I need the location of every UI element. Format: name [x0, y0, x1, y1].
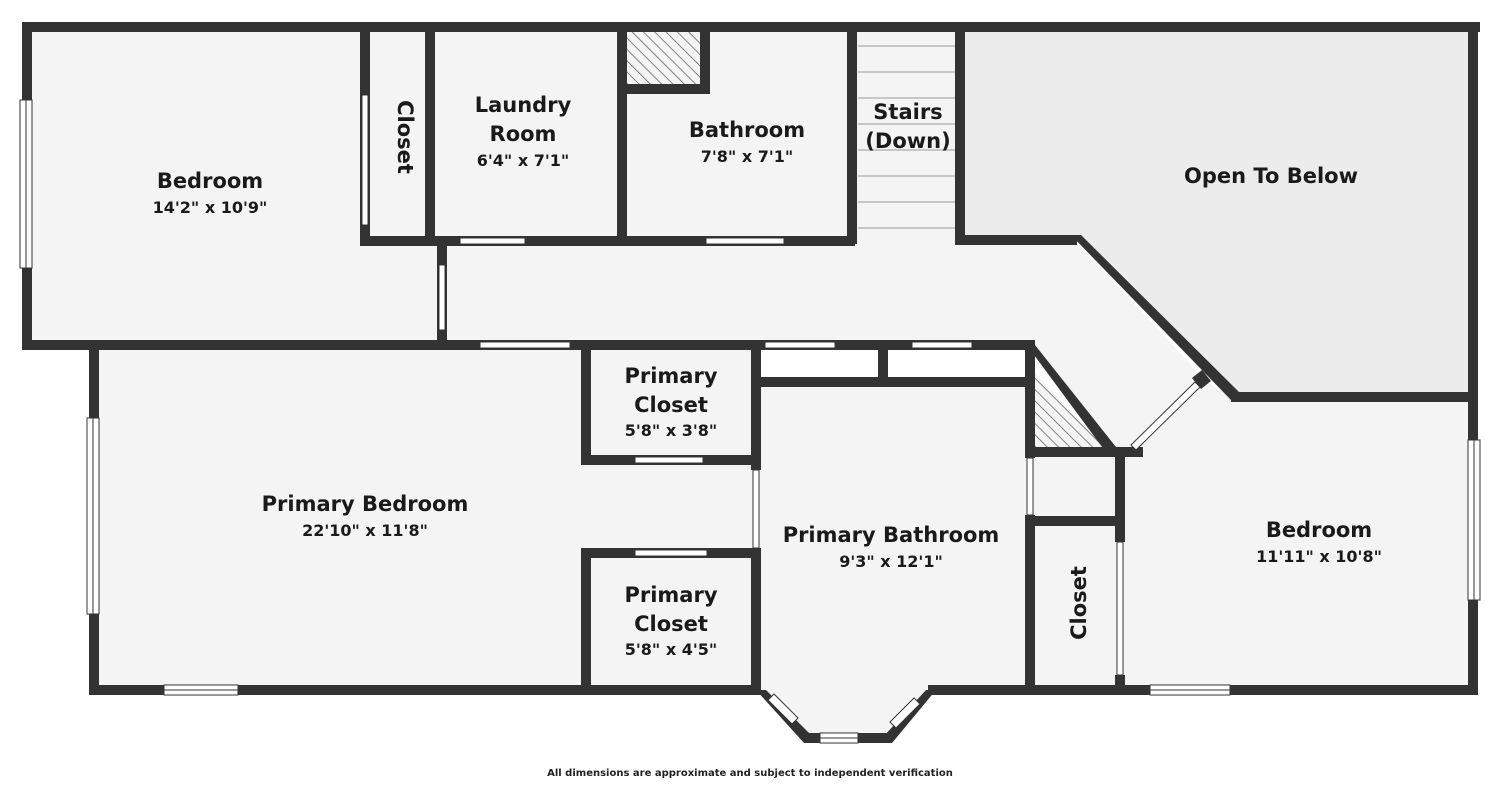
closet-s-label: Closet [1067, 566, 1091, 640]
primary-closet-1-label-2: Closet [634, 393, 708, 417]
closet-n-label: Closet [393, 100, 417, 174]
door-bedroom-nw-closet[interactable] [361, 94, 369, 226]
stair-treads [858, 45, 956, 229]
stairs-label-2: (Down) [865, 129, 950, 153]
laundry-label-1: Laundry [475, 93, 572, 117]
stairs-floor [852, 28, 960, 240]
primary-bathroom-floor [756, 382, 1030, 690]
window-bay-right [889, 697, 921, 729]
disclaimer-text: All dimensions are approximate and subje… [547, 768, 953, 779]
laundry-dim: 6'4" x 7'1" [477, 151, 569, 170]
primary-closet-1-dim: 5'8" x 3'8" [625, 421, 717, 440]
primary-bedroom-label: Primary Bedroom [262, 492, 469, 516]
door-linen-2[interactable] [911, 341, 973, 349]
door-primary-bathroom[interactable] [752, 469, 760, 549]
bedroom-se-floor [1122, 380, 1474, 690]
laundry-label-2: Room [490, 122, 557, 146]
bedroom-se-label: Bedroom [1266, 518, 1372, 542]
bedroom-nw-label: Bedroom [157, 169, 263, 193]
door-primary-bedroom[interactable] [479, 341, 571, 349]
open-to-below-label: Open To Below [1184, 164, 1358, 188]
bedroom-nw-dim: 14'2" x 10'9" [153, 198, 268, 217]
bathroom-label: Bathroom [689, 118, 805, 142]
window-bay-left [767, 693, 799, 725]
hallway-floor [442, 240, 1205, 452]
door-primary-closet-1[interactable] [634, 456, 704, 464]
closet-n-floor [366, 30, 430, 240]
door-bedroom-nw-hall[interactable] [438, 264, 446, 331]
door-primary-closet-2[interactable] [634, 549, 708, 557]
room-labels: Bedroom 14'2" x 10'9" Closet Laundry Roo… [153, 93, 1382, 659]
primary-closet-1-label-1: Primary [624, 364, 717, 388]
open-to-below-floor [960, 28, 1474, 398]
door-bedroom-se[interactable] [1130, 381, 1201, 451]
door-linen-1[interactable] [764, 341, 836, 349]
primary-bathroom-label: Primary Bathroom [783, 523, 1000, 547]
door-closet-s[interactable] [1116, 541, 1124, 676]
primary-bedroom-floor [94, 345, 756, 690]
door-nook[interactable] [1026, 457, 1034, 516]
bathroom-dim: 7'8" x 7'1" [701, 147, 793, 166]
windows [19, 99, 1481, 744]
primary-closet-2-label-1: Primary [624, 583, 717, 607]
stairs-label-1: Stairs [873, 100, 942, 124]
primary-bedroom-dim: 22'10" x 11'8" [302, 521, 428, 540]
nook-floor [1030, 452, 1120, 522]
door-laundry[interactable] [459, 237, 526, 245]
door-bathroom[interactable] [705, 237, 785, 245]
hatched-shaft-north [627, 30, 703, 86]
primary-closet-2-label-2: Closet [634, 612, 708, 636]
hatched-shaft-east [1034, 372, 1104, 447]
primary-bathroom-dim: 9'3" x 12'1" [839, 552, 943, 571]
door-openings [361, 94, 1201, 676]
bedroom-se-dim: 11'11" x 10'8" [1256, 547, 1382, 566]
primary-closet-2-dim: 5'8" x 4'5" [625, 640, 717, 659]
laundry-floor [430, 28, 622, 240]
closet-s-floor [1030, 522, 1120, 690]
room-fills [28, 28, 1474, 738]
